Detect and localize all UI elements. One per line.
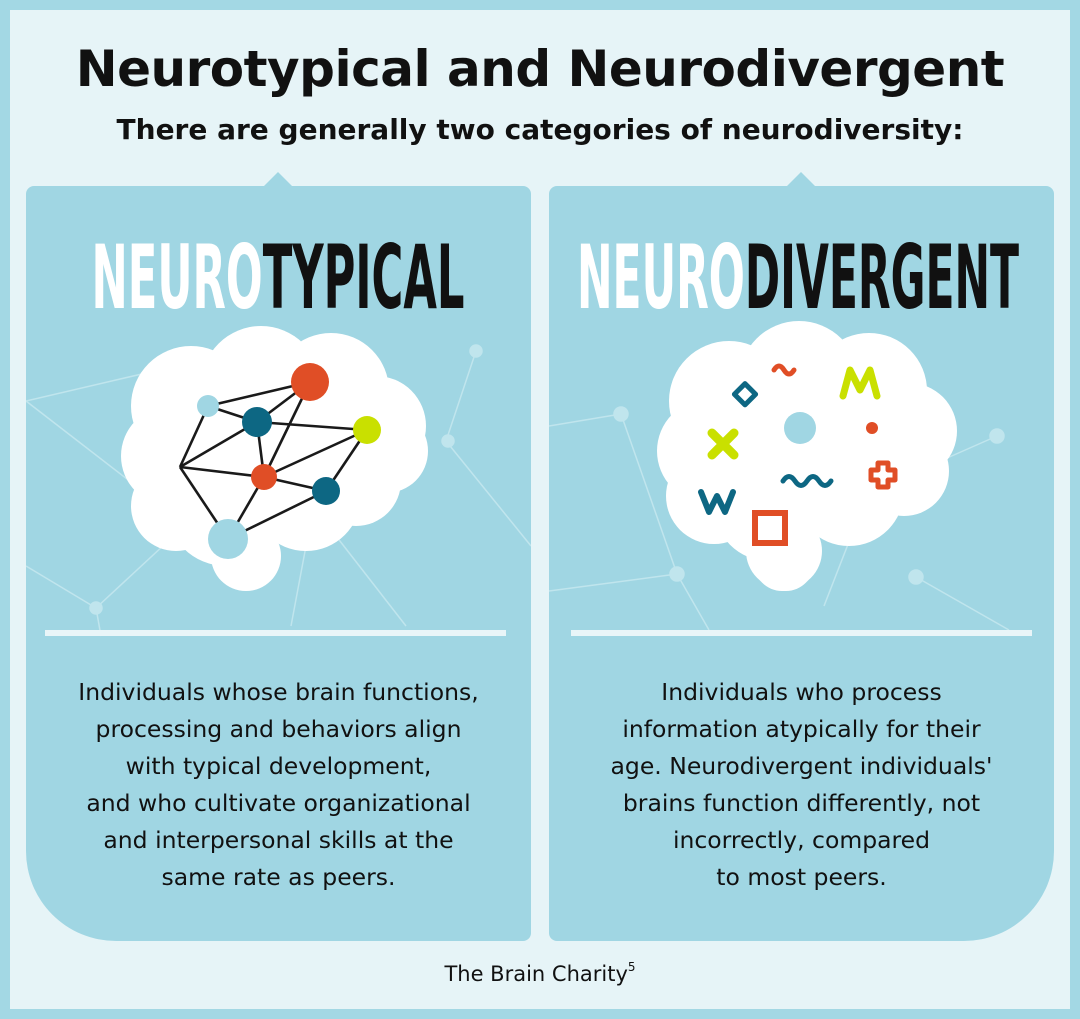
- divider: [571, 630, 1032, 636]
- connected-network-brain-icon: [121, 326, 428, 591]
- neurodivergent-panel: NEURODIVERGENT Individuals who process i…: [549, 172, 1054, 941]
- description-line: processing and behaviors align: [95, 715, 462, 743]
- description-line: Individuals whose brain functions,: [78, 678, 479, 706]
- panel-notch: [787, 172, 815, 186]
- source-reference: 5: [627, 960, 636, 974]
- panel-notch: [264, 172, 292, 186]
- description-line: and who cultivate organizational: [86, 789, 471, 817]
- description-line: and interpersonal skills at the: [103, 826, 454, 854]
- description-line: with typical development,: [125, 752, 432, 780]
- background-network: [549, 406, 1010, 631]
- description-line: Individuals who process: [661, 678, 942, 706]
- description-line: information atypically for their: [622, 715, 981, 743]
- heading-suffix: TYPICAL: [263, 226, 465, 326]
- description-line: brains function differently, not: [622, 789, 981, 817]
- source-credit: The Brain Charity5: [0, 960, 1080, 986]
- neurodivergent-heading: NEURODIVERGENT: [577, 226, 1019, 326]
- description-line: incorrectly, compared: [672, 826, 931, 854]
- description-line: same rate as peers.: [161, 863, 396, 891]
- svg-text:NEURODIVERGENT: NEURODIVERGENT: [577, 226, 1019, 326]
- description-line: age. Neurodivergent individuals': [610, 752, 993, 780]
- description-line: to most peers.: [716, 863, 887, 891]
- heading-suffix: DIVERGENT: [745, 226, 1019, 326]
- heading-prefix: NEURO: [577, 226, 745, 326]
- neurotypical-panel: NEUROTYPICAL Individuals whose brain fun…: [26, 172, 531, 941]
- divider: [45, 630, 506, 636]
- neurodivergent-description: Individuals who process information atyp…: [559, 674, 1044, 896]
- heading-prefix: NEURO: [92, 226, 263, 326]
- page-subtitle: There are generally two categories of ne…: [116, 113, 964, 146]
- neurotypical-heading: NEUROTYPICAL: [92, 226, 465, 326]
- page-title: Neurotypical and Neurodivergent: [75, 40, 1005, 98]
- svg-text:NEUROTYPICAL: NEUROTYPICAL: [92, 226, 465, 326]
- source-name: The Brain Charity: [444, 962, 628, 986]
- neurotypical-description: Individuals whose brain functions, proce…: [36, 674, 521, 896]
- scattered-shapes-brain-icon: [657, 321, 957, 591]
